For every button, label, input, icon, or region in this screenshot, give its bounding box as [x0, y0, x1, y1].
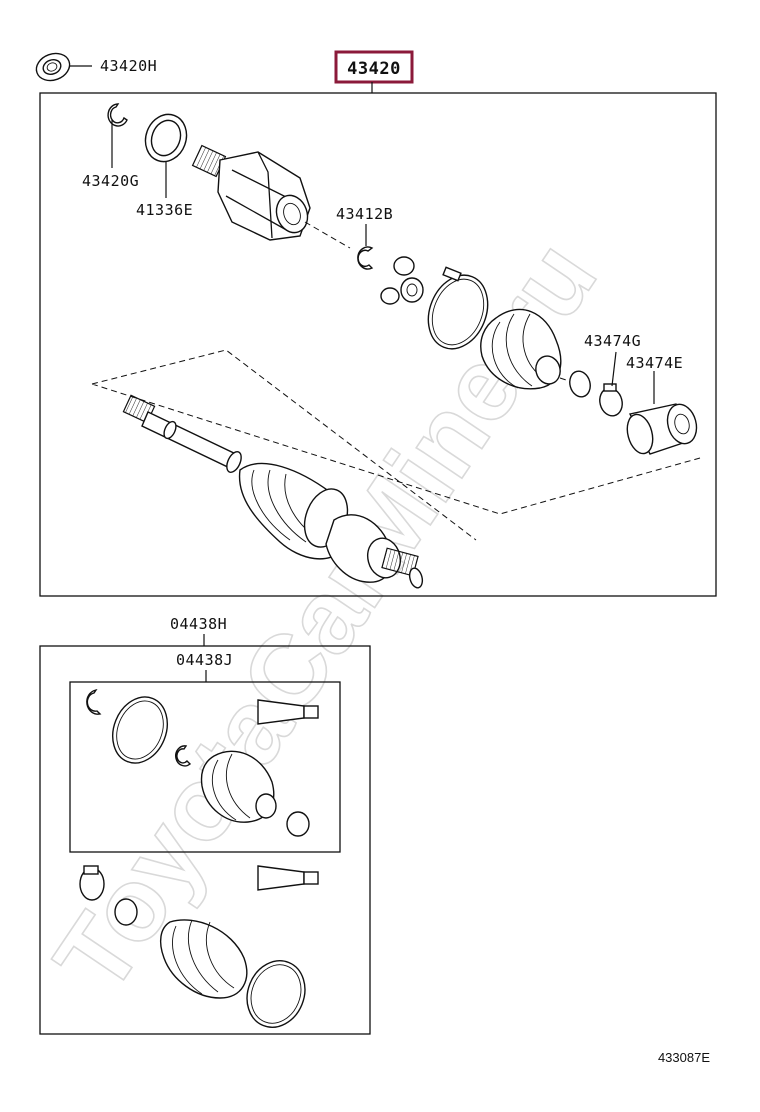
- axis-line-1: [304, 221, 351, 249]
- snap-ring-outer-part[interactable]: [107, 103, 128, 127]
- inner-boot-kit-frame: [69, 681, 341, 853]
- boot-clamp-label[interactable]: 43474G: [584, 332, 641, 350]
- kit-clamp-icon: [286, 811, 310, 837]
- assembly-envelope: [91, 349, 701, 541]
- kit-boot-icon: [200, 750, 277, 823]
- oil-seal-part[interactable]: [33, 49, 74, 85]
- inner-boot[interactable]: [480, 308, 563, 390]
- kit-band-2-icon: [246, 960, 306, 1028]
- drive-shaft-frame: [39, 92, 717, 597]
- main-assembly-label[interactable]: 43420: [347, 59, 401, 79]
- kit-snap-ring-small-icon: [175, 745, 192, 767]
- snap-ring-inner-label[interactable]: 43412B: [336, 205, 393, 223]
- dust-seal-label[interactable]: 41336E: [136, 201, 193, 219]
- inner-boot-kit-label[interactable]: 04438J: [176, 651, 233, 669]
- snap-ring-outer-label[interactable]: 43420G: [82, 172, 139, 190]
- dynamic-damper-part[interactable]: [623, 401, 700, 456]
- kit-clamp-3-icon: [114, 898, 138, 926]
- boot-clamp-leader: [611, 351, 617, 387]
- figure-reference: 433087E: [658, 1050, 710, 1065]
- inner-boot-band[interactable]: [418, 266, 498, 357]
- snap-ring-inner-part[interactable]: [357, 246, 374, 270]
- outer-boot-kit-frame: [39, 645, 371, 1035]
- drive-shaft[interactable]: [122, 394, 244, 474]
- main-assembly-highlight-box[interactable]: [334, 50, 414, 84]
- oil-seal-label[interactable]: 43420H: [100, 57, 157, 75]
- inboard-joint-housing[interactable]: [191, 144, 313, 241]
- tripod-spider[interactable]: [380, 256, 424, 305]
- dust-seal-part[interactable]: [139, 109, 193, 168]
- kit-grease-tube-2-icon: [257, 865, 319, 891]
- outboard-boot[interactable]: [238, 462, 425, 590]
- kit-grease-tube-icon: [257, 699, 319, 725]
- kit-snap-ring-icon: [86, 688, 102, 715]
- dynamic-damper-label[interactable]: 43474E: [626, 354, 683, 372]
- kit-clamp-2-icon: [79, 865, 105, 901]
- kit-boot-2-icon: [159, 919, 248, 999]
- kit-band-large-icon: [112, 696, 168, 764]
- outer-boot-kit-label[interactable]: 04438H: [170, 615, 227, 633]
- boot-clamp-part[interactable]: [567, 369, 625, 419]
